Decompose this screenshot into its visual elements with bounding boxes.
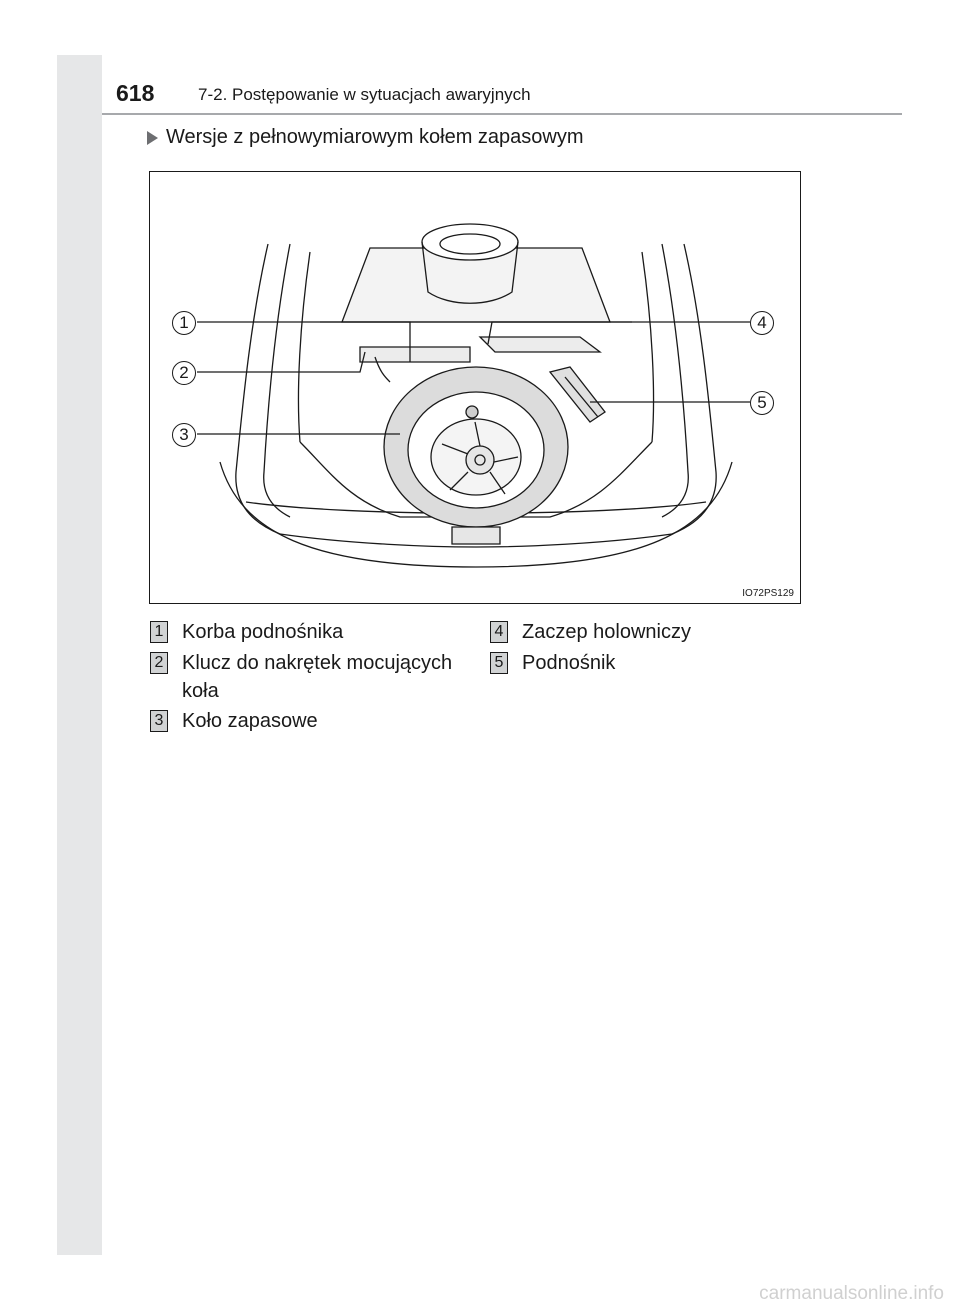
callout-5: 5 [750,391,774,415]
legend-number: 3 [150,710,168,732]
legend-text: Klucz do nakrętek mocujących koła [182,652,453,702]
legend-item-2: 2 Klucz do nakrętek mocujących koła [150,649,472,705]
header-divider [102,113,902,115]
legend-item-4: 4 Zaczep holowniczy [490,618,812,646]
callout-3: 3 [172,423,196,447]
triangle-bullet-icon [147,130,158,145]
legend-number: 4 [490,621,508,643]
callout-1: 1 [172,311,196,335]
legend-number: 5 [490,652,508,674]
legend-text: Podnośnik [522,652,616,674]
trunk-drawing [197,223,750,568]
watermark-footer: carmanualsonline.info [759,1283,944,1304]
subheading: Wersje z pełnowymiarowym kołem zapasowym [147,126,584,149]
legend-item-3: 3 Koło zapasowe [150,707,472,735]
legend-number: 1 [150,621,168,643]
trunk-illustration: 1 2 3 4 5 IO72PS129 [149,171,801,604]
legend-number: 2 [150,652,168,674]
side-strip [57,55,102,1255]
legend-item-1: 1 Korba podnośnika [150,618,472,646]
subheading-text: Wersje z pełnowymiarowym kołem zapasowym [166,126,584,148]
callout-4: 4 [750,311,774,335]
callout-2: 2 [172,361,196,385]
legend-item-5: 5 Podnośnik [490,649,812,677]
legend-text: Zaczep holowniczy [522,621,691,643]
page-number: 618 [116,80,155,106]
legend-text: Korba podnośnika [182,621,344,643]
figure-code: IO72PS129 [742,588,794,599]
section-title: 7-2. Postępowanie w sytuacjach awaryjnyc… [198,85,531,104]
legend-text: Koło zapasowe [182,710,318,732]
